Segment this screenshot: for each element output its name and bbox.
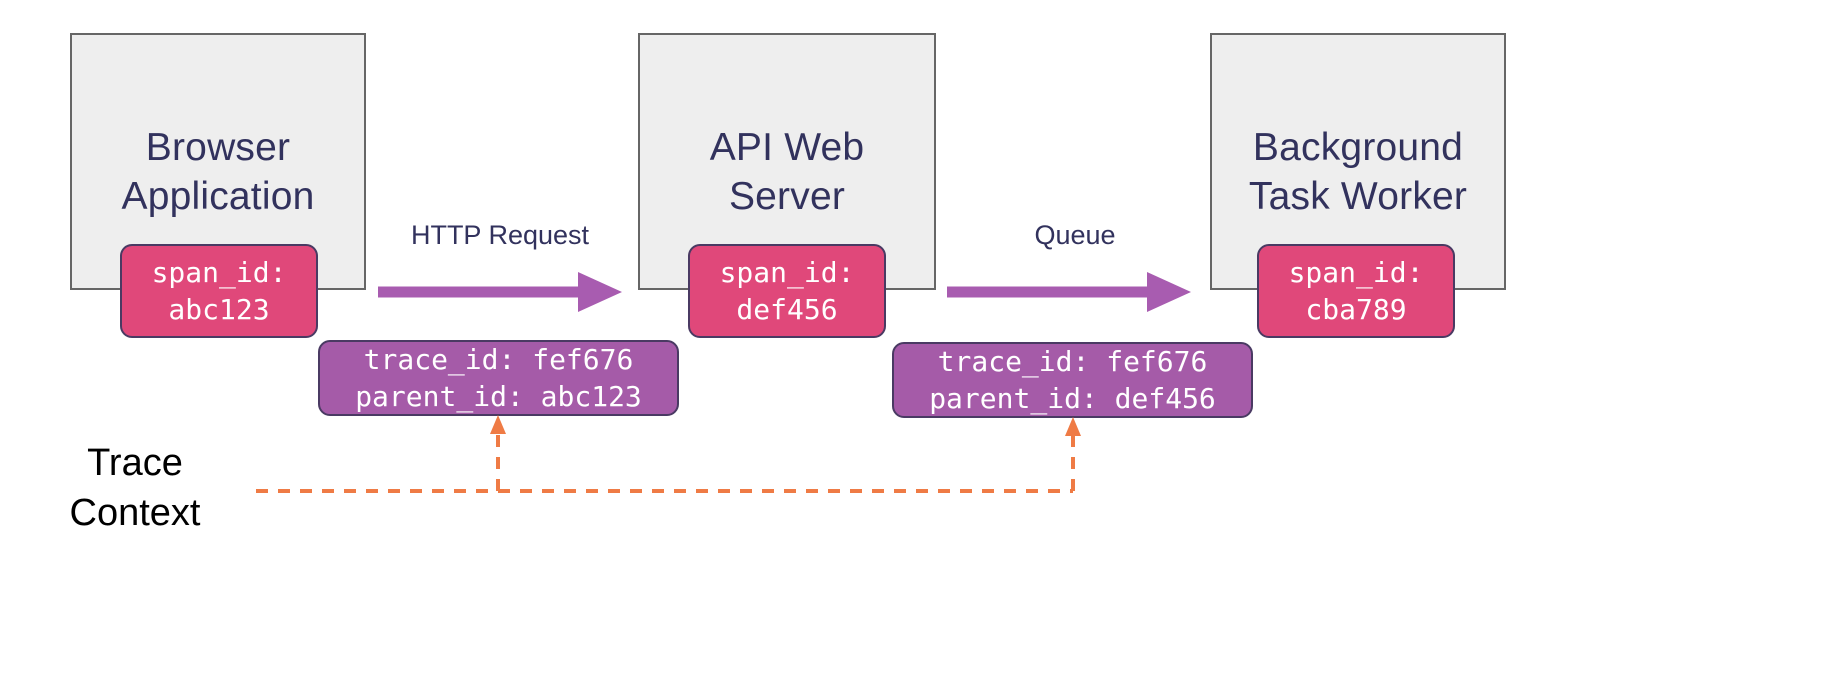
span-badge-api-label: span_id: (719, 256, 855, 289)
service-node-worker-title: Background Task Worker (1248, 126, 1468, 218)
trace-context-arrowhead-http (490, 415, 506, 434)
span-badge-browser-label: span_id: (151, 256, 287, 289)
flow-label-http-request: HTTP Request (410, 220, 590, 250)
span-badge-browser: span_id: abc123 (120, 244, 318, 338)
service-node-browser-title: Browser Application (121, 126, 315, 218)
span-badge-worker-value: cba789 (1305, 293, 1407, 326)
service-node-api-title: API Web Server (709, 126, 865, 218)
trace-context-box-http: trace_id: fef676 parent_id: abc123 (318, 340, 679, 416)
trace-context-arrowhead-queue (1065, 417, 1081, 436)
span-badge-api-value: def456 (736, 293, 838, 326)
flow-arrow-http-request (378, 272, 622, 312)
span-badge-worker: span_id: cba789 (1257, 244, 1455, 338)
span-badge-api: span_id: def456 (688, 244, 886, 338)
trace-context-http-trace-id: trace_id: fef676 (363, 343, 634, 376)
trace-context-http-parent-id: parent_id: abc123 (355, 380, 642, 413)
trace-context-box-queue: trace_id: fef676 parent_id: def456 (892, 342, 1253, 418)
trace-context-label: Trace Context (69, 442, 201, 534)
flow-label-queue: Queue (1034, 220, 1116, 250)
flow-arrow-queue (947, 272, 1191, 312)
trace-context-queue-parent-id: parent_id: def456 (929, 382, 1216, 415)
span-badge-browser-value: abc123 (168, 293, 270, 326)
span-badge-worker-label: span_id: (1288, 256, 1424, 289)
trace-context-queue-trace-id: trace_id: fef676 (937, 345, 1208, 378)
